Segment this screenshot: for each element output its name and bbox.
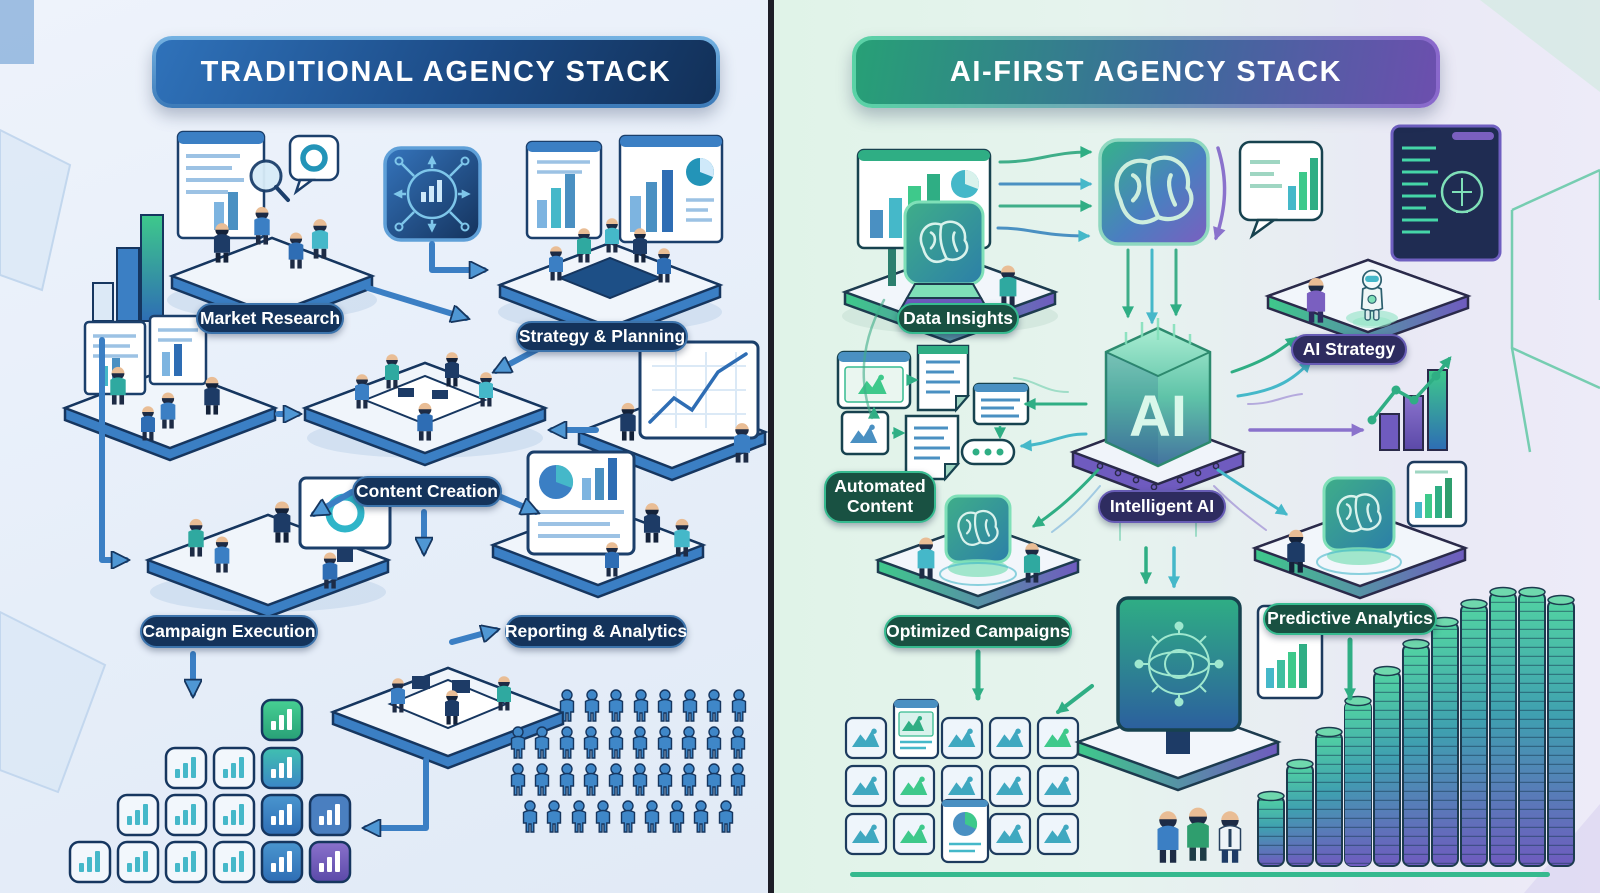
brain-tile-pedestal — [1316, 476, 1402, 575]
pie-report-tile — [940, 798, 990, 864]
label-automated-content: Automated Content — [824, 471, 936, 523]
ai-core-cube: AI — [1069, 318, 1247, 500]
campaign-execution-platform — [144, 476, 392, 619]
right-panel-header: AI-FIRST AGENCY STACK — [852, 36, 1440, 108]
small-team-figures — [1157, 807, 1242, 865]
bar-chart-tile-pyramid — [68, 698, 352, 884]
ai-insight-screen — [1390, 124, 1502, 262]
panel-divider — [768, 0, 774, 893]
optimized-campaigns-platform — [874, 494, 1082, 610]
network-globe-icon — [1134, 621, 1224, 707]
network-hub-icon — [383, 146, 482, 242]
ai-strategy-platform — [1238, 124, 1502, 346]
document-icon — [916, 344, 971, 413]
decorative-shapes-left — [0, 0, 107, 794]
label-optimized-campaigns: Optimized Campaigns — [884, 615, 1072, 648]
reporting-analytics-platform — [489, 450, 707, 599]
creative-thumbnail-grid — [844, 698, 1080, 864]
tall-document-tile — [892, 698, 940, 760]
brain-tile-pedestal — [939, 494, 1017, 586]
donut-chart-bubble — [288, 134, 340, 196]
label-strategy-planning: Strategy & Planning — [516, 321, 688, 352]
label-data-insights: Data Insights — [897, 303, 1019, 334]
growth-chart-icon — [1367, 356, 1452, 451]
market-research-platform — [167, 130, 377, 328]
browser-text-icon — [972, 382, 1030, 426]
label-predictive-analytics: Predictive Analytics — [1263, 603, 1437, 635]
brain-tile-pedestal — [897, 200, 991, 313]
left-panel-header: TRADITIONAL AGENCY STACK — [152, 36, 720, 108]
left-panel-title: TRADITIONAL AGENCY STACK — [156, 40, 716, 104]
right-panel-title: AI-FIRST AGENCY STACK — [856, 40, 1436, 104]
label-ai-strategy: AI Strategy — [1291, 334, 1407, 365]
ellipsis-pill-icon — [960, 438, 1016, 466]
image-icon — [840, 410, 890, 456]
chart-board — [618, 134, 724, 244]
floor-accent-line — [850, 872, 1550, 877]
browser-image-icon — [836, 350, 912, 410]
label-intelligent-ai: Intelligent AI — [1098, 490, 1226, 523]
label-market-research: Market Research — [196, 303, 344, 334]
strategy-planning-platform — [496, 134, 724, 341]
production-desks-platform — [329, 666, 567, 770]
mini-chart-card — [1406, 460, 1468, 528]
automated-content-cluster — [836, 344, 1030, 482]
left-flow-arrows — [99, 241, 599, 828]
label-content-creation: Content Creation — [352, 476, 502, 507]
label-campaign-execution: Campaign Execution — [140, 615, 318, 648]
content-creation-platform — [301, 352, 549, 467]
brain-chip-icon — [1098, 138, 1210, 246]
revenue-coin-stacks — [1257, 586, 1575, 867]
mini-bar-chart-left — [92, 214, 164, 322]
document-icon — [904, 414, 961, 482]
chart-board — [525, 140, 603, 240]
ai-core-text: AI — [1129, 384, 1187, 449]
label-reporting-analytics: Reporting & Analytics — [505, 615, 687, 648]
right-flow-arrows — [862, 146, 1365, 714]
chart-speech-bubble — [1238, 140, 1324, 240]
predictive-analytics-platform — [1251, 460, 1469, 600]
research-team-platform — [61, 314, 279, 462]
magnifier-icon — [249, 159, 283, 193]
